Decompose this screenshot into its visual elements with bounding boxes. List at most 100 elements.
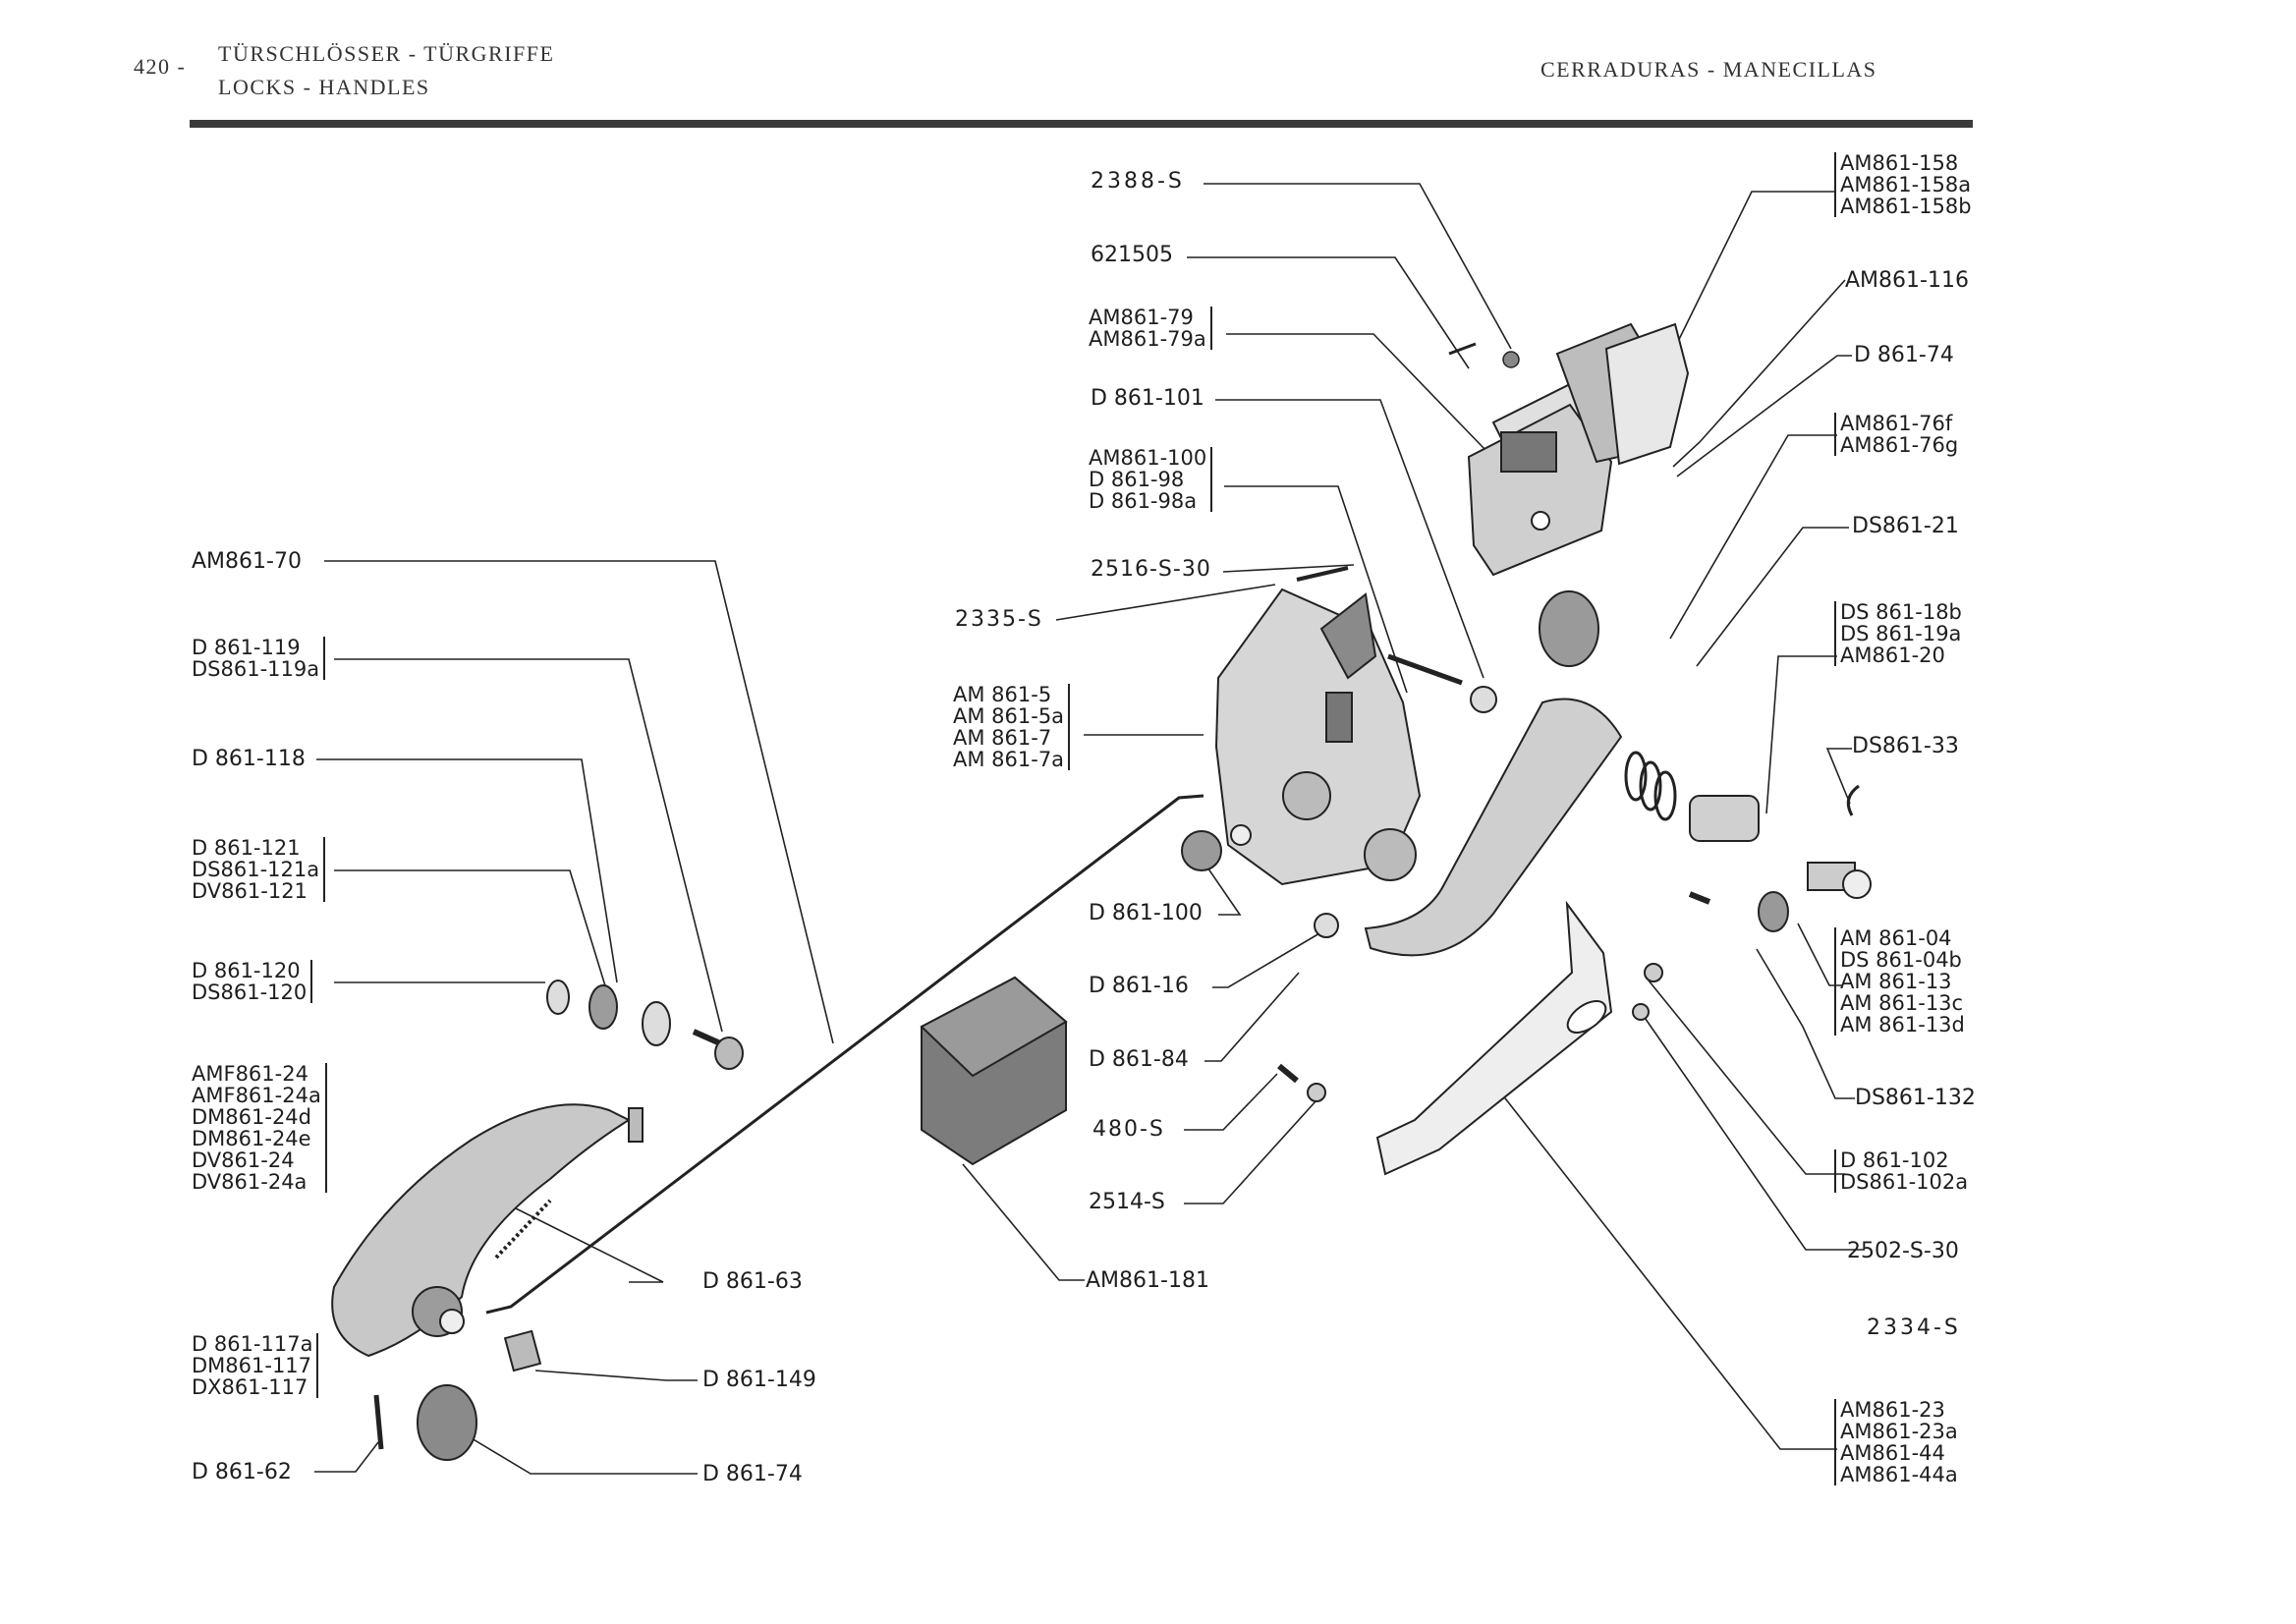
label-d861-62: D 861-62: [192, 1460, 292, 1484]
label-am861-76f: AM861-76f: [1840, 412, 1953, 435]
title-german: TÜRSCHLÖSSER - TÜRGRIFFE: [218, 41, 555, 66]
label-d861-16: D 861-16: [1089, 974, 1189, 998]
group-am861-76: AM861-76f AM861-76g: [1834, 413, 1958, 456]
title-spanish: CERRADURAS - MANECILLAS: [1540, 57, 1877, 82]
label-ds861-21: DS861-21: [1852, 514, 1959, 538]
label-dv861-24: DV861-24: [192, 1148, 295, 1172]
washer-2388s: [1502, 351, 1520, 368]
inner-handle: [1364, 698, 1623, 957]
lock-cylinder: [1807, 862, 1872, 899]
group-am861-23: AM861-23 AM861-23a AM861-44 AM861-44a: [1834, 1399, 1958, 1485]
label-2335-s: 2335-S: [955, 607, 1043, 632]
label-ds861-120: DS861-120: [192, 980, 308, 1004]
label-dv861-24a: DV861-24a: [192, 1170, 308, 1194]
label-dm861-24d: DM861-24d: [192, 1105, 312, 1129]
screw-d861-102: [1688, 891, 1711, 905]
striker-plate: [1467, 322, 1690, 577]
label-am861-20: AM861-20: [1840, 644, 1945, 667]
group-d861-102: D 861-102 DS861-102a: [1834, 1149, 1968, 1193]
clip-d861-149: [503, 1329, 542, 1372]
label-d861-119: D 861-119: [192, 636, 301, 659]
label-d861-100: D 861-100: [1089, 901, 1203, 925]
washer-d861-84: [1314, 913, 1339, 938]
label-am861-44a: AM861-44a: [1840, 1463, 1958, 1486]
screw-621505: [1448, 342, 1477, 356]
group-d861-120: D 861-120 DS861-120: [192, 959, 313, 1004]
label-dm861-117: DM861-117: [192, 1354, 312, 1377]
label-am861-7: AM 861-7: [953, 726, 1052, 750]
spring-ds861-21: [1624, 751, 1677, 821]
label-d861-98a: D 861-98a: [1089, 489, 1198, 513]
nut-2334s: [1632, 1003, 1650, 1021]
label-2514-s: 2514-S: [1089, 1190, 1165, 1214]
label-d861-117a: D 861-117a: [192, 1332, 313, 1356]
label-am861-116: AM861-116: [1845, 268, 1969, 293]
lock-body: [1214, 588, 1422, 886]
label-am861-23a: AM861-23a: [1840, 1420, 1958, 1443]
group-am861-158: AM861-158 AM861-158a AM861-158b: [1834, 152, 1972, 217]
washers-row: [546, 980, 744, 1070]
label-am861-100: AM861-100: [1089, 446, 1207, 470]
label-am861-181: AM861-181: [1086, 1268, 1209, 1293]
foam-block: [920, 976, 1068, 1166]
title-english: LOCKS - HANDLES: [218, 75, 430, 99]
label-dm861-24e: DM861-24e: [192, 1127, 311, 1150]
connecting-rod: [485, 794, 1204, 1315]
pin-d861-62: [373, 1394, 384, 1450]
label-ds861-18b: DS 861-18b: [1840, 600, 1962, 624]
group-d861-119: D 861-119 DS861-119a: [192, 636, 326, 681]
label-am861-79a: AM861-79a: [1089, 327, 1206, 351]
screw-2516s30: [1296, 566, 1349, 582]
label-d861-120: D 861-120: [192, 959, 301, 982]
label-d861-74-bottom: D 861-74: [702, 1462, 803, 1486]
label-am861-158: AM861-158: [1840, 151, 1959, 175]
label-am861-13d: AM 861-13d: [1840, 1013, 1965, 1036]
label-am861-5a: AM 861-5a: [953, 704, 1065, 728]
label-ds861-33: DS861-33: [1852, 734, 1959, 758]
bolt-d861-98: [1387, 653, 1463, 686]
label-d861-149: D 861-149: [702, 1368, 816, 1392]
outer-handle: [331, 1103, 644, 1358]
label-dv861-121: DV861-121: [192, 879, 308, 903]
group-am861-79: AM861-79 AM861-79a: [1089, 307, 1212, 350]
label-2388-s: 2388-S: [1091, 169, 1185, 194]
label-d861-102: D 861-102: [1840, 1148, 1949, 1172]
group-am861-04: AM 861-04 DS 861-04b AM 861-13 AM 861-13…: [1834, 927, 1965, 1036]
label-ds861-132: DS861-132: [1855, 1086, 1976, 1110]
label-d861-98: D 861-98: [1089, 468, 1185, 491]
seal-d861-74-upper: [1539, 590, 1599, 667]
group-ds861-18: DS 861-18b DS 861-19a AM861-20: [1834, 601, 1962, 666]
remote-lever: [1375, 900, 1613, 1176]
group-amf861-24: AMF861-24 AMF861-24a DM861-24d DM861-24e…: [192, 1063, 327, 1193]
label-ds861-04b: DS 861-04b: [1840, 948, 1962, 972]
page-number: 420 -: [134, 54, 187, 79]
spring-d861-100: [1181, 830, 1222, 871]
label-am861-13c: AM 861-13c: [1840, 991, 1964, 1015]
seal-d861-74-lower: [417, 1384, 477, 1461]
label-ds861-121a: DS861-121a: [192, 858, 320, 881]
screw-480s: [1277, 1063, 1299, 1084]
label-am861-44: AM861-44: [1840, 1441, 1945, 1465]
leader-lines: [314, 183, 1865, 1475]
group-am861-100: AM861-100 D 861-98 D 861-98a: [1089, 446, 1213, 513]
label-621505: 621505: [1091, 243, 1173, 267]
label-d861-118: D 861-118: [192, 747, 306, 771]
label-dx861-117: DX861-117: [192, 1375, 308, 1399]
label-2334-s: 2334-S: [1867, 1316, 1961, 1340]
label-ds861-102a: DS861-102a: [1840, 1170, 1969, 1194]
label-am861-23: AM861-23: [1840, 1398, 1945, 1422]
clip-ds861-33: [1846, 784, 1860, 816]
label-ds861-19a: DS 861-19a: [1840, 622, 1962, 645]
label-2502-s-30: 2502-S-30: [1847, 1239, 1959, 1263]
label-am861-158a: AM861-158a: [1840, 173, 1972, 196]
label-480-s: 480-S: [1092, 1117, 1165, 1142]
label-d861-84: D 861-84: [1089, 1047, 1189, 1072]
label-d861-121: D 861-121: [192, 836, 301, 860]
bushing-ds861-18: [1689, 795, 1760, 842]
label-amf861-24: AMF861-24: [192, 1062, 308, 1086]
label-d861-63: D 861-63: [702, 1269, 803, 1294]
spring-d861-63: [494, 1199, 552, 1260]
label-ds861-119a: DS861-119a: [192, 657, 320, 681]
washer-2502s30: [1644, 963, 1663, 982]
